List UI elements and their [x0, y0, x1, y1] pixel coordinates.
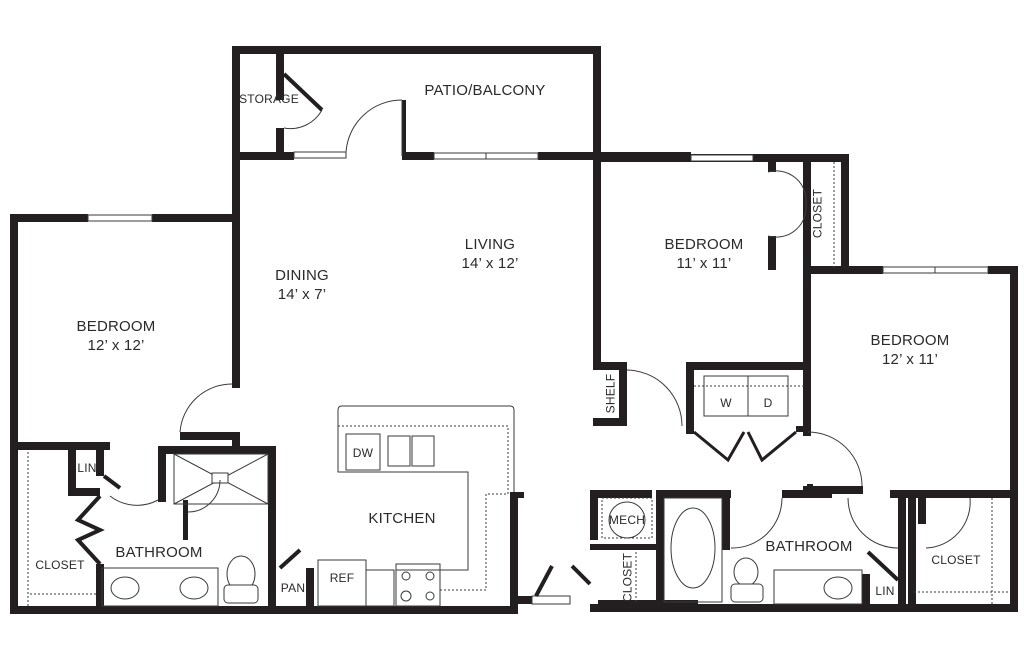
- fixture-dryer: D: [763, 396, 773, 410]
- fixture-refrigerator: REF: [329, 571, 355, 585]
- room-label-mech: MECH: [608, 513, 646, 527]
- room-label-closet-hall: CLOSET: [620, 552, 635, 603]
- room-label-closet-right: CLOSET: [931, 553, 981, 567]
- room-label-closet-mid: CLOSET: [810, 188, 825, 239]
- room-label-kitchen: KITCHEN: [368, 510, 436, 527]
- windows: [87, 151, 989, 605]
- walls: [10, 46, 1018, 614]
- fixture-dishwasher: DW: [352, 446, 374, 460]
- bedroom-right-dims: 12’ x 11’: [882, 350, 938, 368]
- bedroom-left-name: BEDROOM: [76, 318, 156, 335]
- room-label-dining: DINING 14’ x 7’: [242, 267, 362, 305]
- bedroom-left-dims: 12’ x 12’: [87, 336, 145, 354]
- bedroom-mid-name: BEDROOM: [664, 236, 744, 253]
- room-label-lin-left: LIN: [77, 461, 97, 475]
- room-label-patio: PATIO/BALCONY: [424, 82, 546, 99]
- doors-and-fixtures: [27, 72, 1008, 607]
- room-label-bedroom-mid: BEDROOM 11’ x 11’: [644, 236, 764, 274]
- room-label-living: LIVING 14’ x 12’: [430, 236, 550, 274]
- dining-dims: 14’ x 7’: [277, 285, 327, 303]
- room-label-bathroom-right: BATHROOM: [765, 538, 853, 555]
- room-label-bedroom-right: BEDROOM 12’ x 11’: [850, 332, 970, 370]
- living-dims: 14’ x 12’: [461, 254, 519, 272]
- room-label-pantry: PAN: [280, 581, 306, 595]
- dining-name: DINING: [275, 267, 329, 284]
- room-label-shelf: SHELF: [603, 373, 618, 414]
- bedroom-mid-dims: 11’ x 11’: [676, 254, 732, 272]
- bedroom-right-name: BEDROOM: [870, 332, 950, 349]
- room-label-closet-left: CLOSET: [35, 558, 85, 572]
- living-name: LIVING: [464, 236, 516, 253]
- room-label-lin-right: LIN: [875, 584, 895, 598]
- fixture-washer: W: [720, 396, 732, 410]
- room-label-bedroom-left: BEDROOM 12’ x 12’: [56, 318, 176, 356]
- room-label-bathroom-left: BATHROOM: [115, 544, 203, 561]
- room-label-storage: STORAGE: [239, 92, 299, 106]
